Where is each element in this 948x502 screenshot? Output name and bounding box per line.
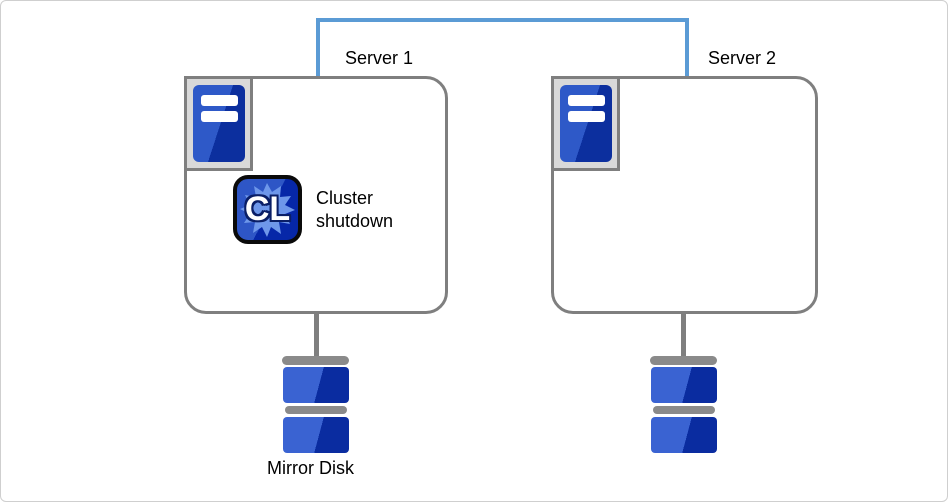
cluster-splat-icon [240, 183, 295, 237]
disk-cap [650, 356, 717, 365]
server-tower-icon [559, 85, 612, 162]
server1-mirror-disk-icon [282, 356, 349, 453]
server1-label: Server 1 [345, 48, 414, 68]
mirror-disk-label: Mirror Disk [267, 458, 354, 478]
disk-platter [650, 367, 717, 403]
cluster-app-icon: CL [233, 175, 302, 244]
disk-platter [282, 367, 349, 403]
disk-platter [650, 417, 717, 453]
server1-disk-connector-line [314, 313, 319, 361]
tower-drive-bay-icon [567, 95, 605, 106]
disk-divider [284, 406, 347, 414]
tower-drive-bay-icon [567, 111, 605, 122]
server-tower-icon [192, 85, 245, 162]
tower-drive-bay-icon [200, 111, 238, 122]
server2-mirror-disk-icon [650, 356, 717, 453]
server2-disk-connector-line [681, 313, 686, 361]
disk-cap [282, 356, 349, 365]
cluster-app-icon-text: CL [244, 190, 291, 228]
tower-drive-bay-icon [200, 95, 238, 106]
server2-label: Server 2 [708, 48, 777, 68]
server2-tower-icon-tray [551, 76, 620, 171]
server1-tower-icon-tray [184, 76, 253, 171]
interconnect-link-line [316, 18, 689, 78]
disk-divider [652, 406, 715, 414]
disk-platter [282, 417, 349, 453]
server1-status-text: Cluster shutdown [316, 188, 394, 231]
